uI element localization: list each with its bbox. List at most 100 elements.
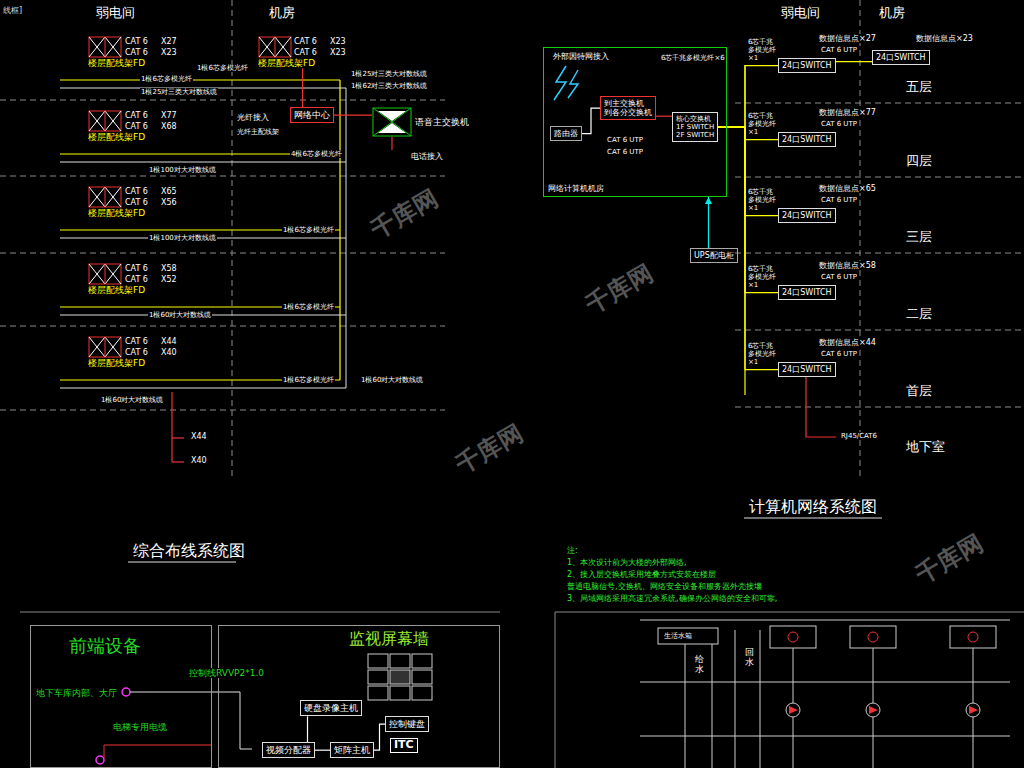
node-label: 24口SWITCH: [782, 365, 832, 374]
drawing-label: X44: [190, 432, 208, 441]
floor-divider: [0, 253, 445, 254]
water-pipe: [640, 682, 1010, 683]
switch-box: 24口SWITCH: [778, 132, 836, 147]
drawing-label: 弱电间: [95, 6, 136, 21]
drawing-label: CAT 6 UTP: [820, 46, 858, 54]
voice-switch: 语音主交换机: [372, 107, 469, 137]
water-pipe: [735, 630, 736, 768]
water-pipe: [685, 644, 686, 768]
switch-outline: [373, 108, 411, 136]
pump-symbol: [866, 703, 880, 717]
drawing-label: X23: [329, 48, 347, 57]
node-label: 楼层配线架FD: [88, 58, 145, 68]
panel-outline: [89, 37, 121, 57]
device-box: 矩阵主机: [330, 742, 374, 758]
monitor: [368, 686, 388, 700]
monitor: [368, 654, 388, 668]
elevator-cable: [104, 745, 212, 758]
panel-cross: [105, 337, 121, 357]
drawing-label: CAT 6: [124, 337, 149, 346]
drawing-label: CAT 6: [124, 264, 149, 273]
panel-divider: [105, 111, 106, 131]
connector: [718, 127, 778, 216]
node-label: 24口SWITCH: [782, 135, 832, 144]
drawing-label: 数据信息点×77: [818, 108, 877, 117]
node-label: 楼层配线架FD: [88, 285, 145, 295]
drawing-label: 1根6芯多模光纤: [196, 64, 249, 72]
drawing-label: X23: [160, 48, 178, 57]
drawing-label: 1、本次设计前为大楼的外部网络,: [566, 558, 688, 567]
internet-lightning: [568, 70, 578, 98]
device-box: 硬盘录像主机: [300, 700, 362, 716]
outlet-cable: [172, 437, 184, 438]
node-label: 语音主交换机: [415, 117, 469, 127]
drawing-label: 1根6芯多模光纤: [140, 75, 193, 83]
node-label: 楼层配线架FD: [88, 132, 145, 142]
switch-cross: [373, 108, 411, 136]
camera-symbol: [96, 756, 104, 764]
drawing-label: 综合布线系统图: [132, 542, 246, 560]
router-box: 路由器: [550, 126, 582, 141]
node-label: 楼层配线架FD: [88, 208, 145, 218]
drawing-label: 地下室: [905, 440, 946, 455]
tower-fan: [968, 632, 978, 642]
connector-label: 6芯千兆多模光纤×1: [748, 266, 777, 289]
drawing-label: X65: [160, 187, 178, 196]
drawing-label: 外部因特网接入: [552, 52, 610, 61]
switch-box: 24口SWITCH: [872, 50, 930, 65]
drawing-label: X44: [160, 337, 178, 346]
room-divider: [860, 0, 861, 480]
drawing-label: 数据信息点×58: [818, 261, 877, 270]
panel-divider: [105, 337, 106, 357]
monitor: [390, 654, 410, 668]
pump-symbol: [966, 703, 980, 717]
node-label: 楼层配线架FD: [258, 58, 315, 68]
crossed-box-symbol: [88, 263, 122, 285]
switch-box: 24口SWITCH: [778, 362, 836, 377]
node-label: 视频分配器: [266, 745, 311, 755]
panel-cross: [105, 37, 121, 57]
switch-symbol: [372, 107, 412, 137]
drawing-label: CAT 6: [293, 48, 318, 57]
drawing-label: 光纤主配线架: [236, 128, 280, 136]
drawing-label: 地下车库内部、大厅: [35, 688, 118, 698]
drawing-label: 1根60对大对数线缆: [360, 376, 424, 384]
drawing-label: 数据信息点×23: [915, 34, 974, 43]
drawing-label: CAT 6: [124, 275, 149, 284]
drawing-label: X27: [160, 37, 178, 46]
switch-box: 24口SWITCH: [778, 208, 836, 223]
panel-divider: [105, 264, 106, 284]
drawing-label: CAT 6 UTP: [820, 273, 858, 281]
drawing-label: 1根60对大对数线缆: [100, 396, 164, 404]
drawing-label: 四层: [905, 154, 933, 169]
panel-divider: [105, 187, 106, 207]
node-label: 24口SWITCH: [782, 288, 832, 297]
switch-box: 24口SWITCH: [778, 285, 836, 300]
node-label: 24口SWITCH: [782, 61, 832, 70]
drawing-label: CAT 6: [124, 37, 149, 46]
floor-divider: [735, 103, 1024, 104]
node-label: 2F SWITCH: [676, 131, 714, 139]
crossed-box-symbol: [88, 186, 122, 208]
node-label: UPS配电柜: [694, 251, 734, 260]
node-label: 网络计算机机房: [548, 184, 604, 193]
title-underline: [128, 562, 236, 563]
drawing-label: X52: [160, 275, 178, 284]
drawing-label: 4根6芯多模光纤: [290, 150, 343, 158]
drawing-label: 给水: [694, 655, 705, 675]
cooling-tower: [850, 626, 896, 648]
drawing-label: 电话接入: [410, 152, 444, 161]
drawing-label: X77: [160, 111, 178, 120]
video-cable: [130, 692, 252, 749]
monitor: [412, 654, 432, 668]
drawing-label: 1根6芯多模光纤: [282, 303, 335, 311]
drawing-label: 二层: [905, 307, 933, 322]
monitor-panel: 监视屏幕墙硬盘录像主机视频分配器矩阵主机控制键盘: [218, 625, 500, 768]
tower-fan: [868, 632, 878, 642]
drawing-label: 机房: [268, 6, 296, 21]
watermark: 千库网: [366, 185, 444, 246]
drawing-label: 数据信息点×44: [818, 338, 877, 347]
drawing-label: 1根25对三类大对数线缆: [140, 88, 218, 96]
